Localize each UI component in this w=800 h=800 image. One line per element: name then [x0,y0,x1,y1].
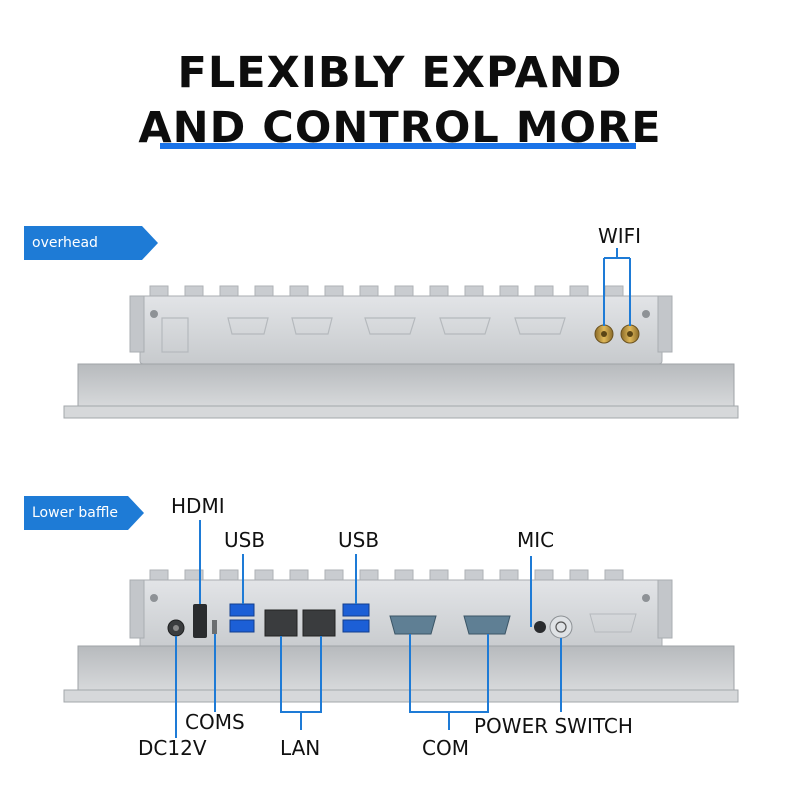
heading-line-1: FLEXIBLY EXPAND [177,48,623,98]
label-mic: MIC [517,528,555,552]
wifi-callout [603,248,631,326]
label-com: COM [422,736,469,760]
top-device [63,285,739,419]
label-dc12v: DC12V [138,736,207,760]
label-power-switch: POWER SWITCH [474,714,633,738]
bottom-callouts [175,520,562,738]
label-wifi: WIFI [598,224,642,248]
tag-lower-baffle: Lower baffle [24,496,144,530]
label-hdmi: HDMI [171,494,225,518]
label-coms: COMS [185,710,245,734]
bottom-device [63,569,739,703]
label-lan: LAN [280,736,321,760]
heading-underline [160,143,636,149]
label-usb-left: USB [224,528,266,552]
tag-overhead-gauge: overhead gauge [24,226,158,285]
label-usb-right: USB [338,528,380,552]
